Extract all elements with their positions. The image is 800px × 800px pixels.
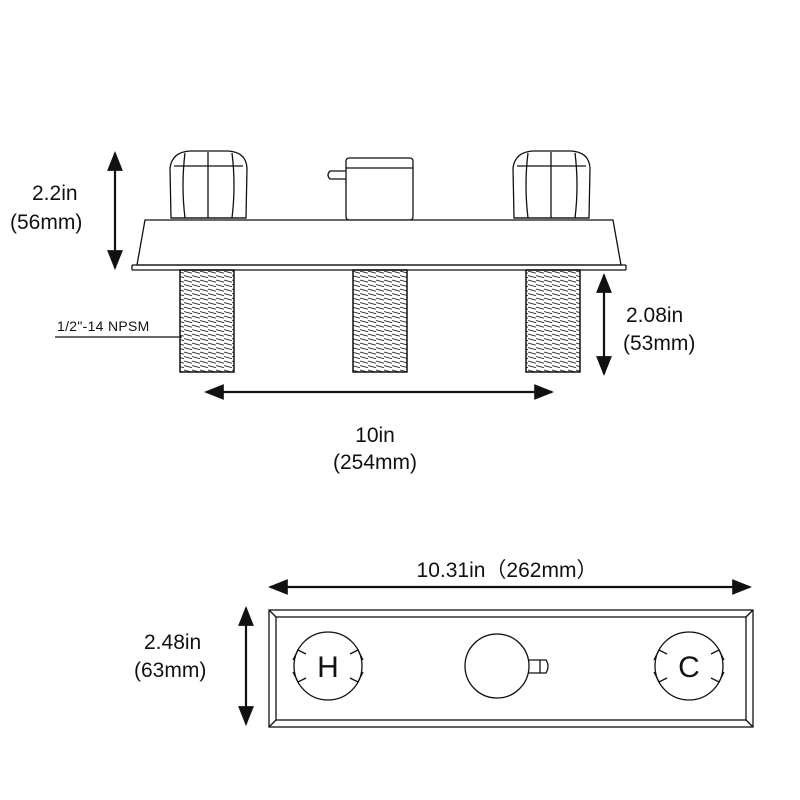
top-dimension-arrows <box>238 579 752 726</box>
hot-handle-label: H <box>317 651 339 684</box>
width-dim-label: 10.31in（262mm） <box>417 559 598 582</box>
threaded-shank-middle <box>352 269 408 373</box>
cold-handle-label: C <box>678 651 700 684</box>
thread-spec-note: 1/2"-14 NPSM <box>57 318 150 334</box>
hot-knob-front <box>169 150 248 219</box>
depth-dim-value: 2.48in <box>144 631 201 654</box>
faucet-body-front <box>131 219 627 271</box>
threaded-shank-right <box>525 269 581 373</box>
cold-knob-top <box>653 631 725 701</box>
diverter-top <box>464 633 549 699</box>
shank-length-dim-value: 2.08in <box>626 304 683 327</box>
threaded-shank-left <box>179 269 235 373</box>
top-plate-outer <box>268 609 754 728</box>
top-plate-inner <box>275 616 747 721</box>
shank-length-dim-metric: (53mm) <box>623 332 695 355</box>
center-spacing-dim-value: 10in <box>355 424 395 447</box>
top-view <box>268 609 754 728</box>
diverter-front <box>327 157 414 221</box>
front-view <box>55 150 627 373</box>
hot-knob-top <box>292 631 364 701</box>
height-dim-value: 2.2in <box>32 182 78 205</box>
front-dimension-arrows <box>107 151 612 400</box>
height-dim-metric: (56mm) <box>10 211 82 234</box>
cold-knob-front <box>512 150 591 219</box>
depth-dim-metric: (63mm) <box>134 659 206 682</box>
center-spacing-dim-metric: (254mm) <box>333 451 417 474</box>
